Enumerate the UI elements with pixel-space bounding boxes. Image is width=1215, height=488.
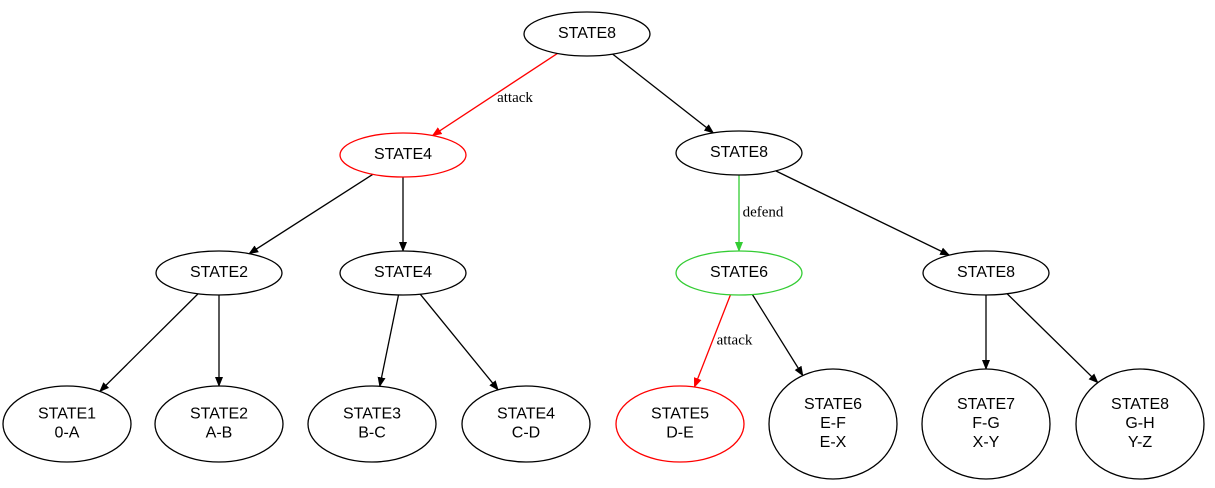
edge-label: defend — [743, 204, 784, 220]
node-state-label: STATE1 — [38, 406, 96, 423]
node-state-label: STATE5 — [651, 406, 709, 423]
edges: attack defend attack — [99, 52, 1099, 393]
node-state-label: STATE7 — [957, 396, 1015, 413]
node-state-label: STATE6 — [710, 264, 768, 281]
node-ellipse — [339, 132, 467, 178]
node-state-label: STATE6 — [804, 396, 862, 413]
node-l2_a: STATE2 — [155, 250, 283, 296]
edge-l2_b-to-leaf_3 — [377, 294, 400, 388]
node-ellipse — [615, 385, 745, 463]
node-range-label: E-F — [820, 415, 846, 432]
node-state-label: STATE4 — [497, 406, 555, 423]
edge-l1_left-to-l2_a — [248, 173, 374, 255]
node-ellipse — [2, 385, 132, 463]
node-l1_left: STATE4 — [339, 132, 467, 178]
node-ellipse — [461, 385, 591, 463]
node-range-label: X-Y — [973, 434, 1000, 451]
edge-l2_c-to-leaf_6 — [751, 294, 804, 377]
node-ellipse — [307, 385, 437, 463]
edge-l2_a-to-leaf_1 — [99, 293, 199, 393]
node-l2_c: STATE6 — [675, 250, 803, 296]
node-range-label: A-B — [206, 425, 233, 442]
node-ellipse — [921, 368, 1051, 480]
node-l2_b: STATE4 — [339, 250, 467, 296]
node-range-label: B-C — [358, 425, 386, 442]
node-ellipse — [768, 368, 898, 480]
edge-l2_b-to-leaf_4 — [419, 293, 499, 391]
node-ellipse — [154, 385, 284, 463]
node-state-label: STATE8 — [558, 25, 616, 42]
edge-l2_d-to-leaf_8 — [1006, 293, 1099, 384]
node-range-label: D-E — [666, 425, 694, 442]
node-state-label: STATE8 — [957, 264, 1015, 281]
node-state-label: STATE2 — [190, 264, 248, 281]
node-state-label: STATE8 — [710, 144, 768, 161]
node-range-label: F-G — [972, 415, 1000, 432]
node-root: STATE8 — [523, 11, 651, 57]
edge-label: attack — [497, 90, 533, 106]
node-state-label: STATE4 — [374, 146, 432, 163]
node-ellipse — [523, 11, 651, 57]
node-ellipse — [922, 250, 1050, 296]
node-range-label: Y-Z — [1128, 434, 1153, 451]
node-state-label: STATE8 — [1111, 396, 1169, 413]
node-range-label: C-D — [512, 425, 540, 442]
node-state-label: STATE4 — [374, 264, 432, 281]
node-ellipse — [675, 130, 803, 176]
node-l2_d: STATE8 — [922, 250, 1050, 296]
node-state-label: STATE3 — [343, 406, 401, 423]
node-range-label: G-H — [1125, 415, 1154, 432]
node-l1_right: STATE8 — [675, 130, 803, 176]
edge-label: attack — [717, 332, 753, 348]
edge-l1_right-to-l2_d — [775, 170, 951, 256]
edge-root-to-l1_left — [431, 52, 558, 137]
node-ellipse — [675, 250, 803, 296]
node-range-label: 0-A — [55, 425, 80, 442]
node-ellipse — [1075, 368, 1205, 480]
node-ellipse — [339, 250, 467, 296]
node-leaf_1: STATE1 0-A — [2, 385, 132, 463]
node-range-label: E-X — [820, 434, 847, 451]
node-ellipse — [155, 250, 283, 296]
node-state-label: STATE2 — [190, 406, 248, 423]
edge-l2_c-to-leaf_5 — [693, 294, 732, 388]
edge-root-to-l1_right — [612, 53, 715, 134]
